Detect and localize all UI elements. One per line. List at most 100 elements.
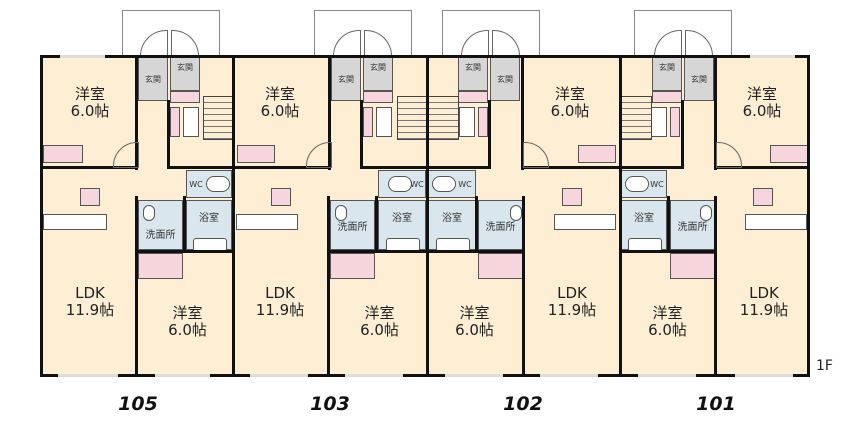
closet-101-bottom [670, 253, 715, 279]
entrance-105-a [138, 57, 168, 101]
wall-102-wet-top [427, 166, 491, 169]
wall-105-bed-bottom [40, 166, 138, 169]
wall-102-wet-mid [475, 196, 478, 253]
room-label-102-bottom-left: 洋室 6.0帖 [432, 304, 517, 340]
room-size: 6.0帖 [455, 321, 494, 340]
room-label-103-bottom: 洋室 6.0帖 [337, 304, 422, 340]
wall-103-bed-right [328, 55, 331, 170]
bath-label-101: 浴室 [634, 213, 654, 224]
wall-105-ldk-right [135, 196, 138, 377]
stairs-103 [397, 96, 429, 140]
washroom-label-105: 洗面所 [145, 230, 176, 241]
toilet-label-102: WC [458, 180, 472, 189]
wall-outer-bottom [40, 374, 810, 377]
wall-outer-right [807, 55, 810, 377]
wall-103-ldk-right [327, 196, 330, 377]
entrance-label-102a: 玄関 [497, 75, 513, 84]
window-103-bed [345, 374, 403, 377]
room-name: 洋室 [459, 304, 490, 322]
room-name: 洋室 [652, 304, 683, 322]
kitchen-counter-105 [43, 214, 107, 230]
stairs-101 [620, 96, 652, 140]
kitchen-counter-103 [236, 214, 298, 230]
room-label-103-top: 洋室 6.0帖 [240, 85, 320, 121]
wall-102-hall-block [488, 100, 491, 169]
closet-105-bottom [138, 253, 183, 279]
window-102-bed [445, 374, 503, 377]
room-name: LDK [557, 284, 587, 302]
wall-101-ldk-left [714, 196, 717, 377]
fridge-105 [80, 188, 100, 206]
wall-unit-105-103 [232, 55, 235, 377]
room-name: LDK [749, 284, 779, 302]
entrance-103-a [331, 57, 361, 101]
room-size: 6.0帖 [70, 102, 110, 121]
closet-103-top [237, 145, 275, 163]
closet-102-top [578, 145, 616, 163]
window-101-bed [638, 374, 696, 377]
porch-outline-101 [634, 10, 732, 57]
wall-102-ldk-left [522, 196, 525, 377]
room-label-105-ldk: LDK 11.9帖 [50, 284, 130, 320]
room-name: 洋室 [364, 304, 395, 322]
window-101-top [750, 55, 795, 58]
entrance-label-101b: 玄関 [659, 63, 675, 72]
closet-105-hall-white [183, 107, 199, 137]
wall-101-bed-bottom [714, 166, 810, 169]
room-size: 11.9帖 [255, 301, 305, 320]
room-label-105-top: 洋室 6.0帖 [50, 85, 130, 121]
room-size: 6.0帖 [260, 102, 300, 121]
shoe-storage-105 [170, 91, 200, 103]
room-size: 11.9帖 [65, 301, 115, 320]
room-label-102-top: 洋室 6.0帖 [530, 85, 610, 121]
shoe-storage-103 [363, 91, 393, 103]
stairs-105 [203, 96, 235, 140]
room-size: 6.0帖 [742, 102, 782, 121]
room-name: 洋室 [172, 304, 203, 322]
wall-105-wet-top [168, 166, 233, 169]
wall-101-hall-block [681, 100, 684, 169]
toilet-label-105: WC [189, 180, 203, 189]
closet-105-hall [170, 107, 180, 137]
room-label-101-bottom-left: 洋室 6.0帖 [625, 304, 710, 340]
wall-103-bed-bottom [233, 166, 331, 169]
wall-102-bed-left [521, 55, 524, 170]
wall-unit-103-102 [426, 55, 429, 377]
porch-outline-103 [314, 10, 412, 57]
wall-outer-top [40, 55, 810, 58]
sink-102 [510, 205, 522, 221]
unit-number-101: 101 [696, 393, 736, 415]
wall-unit-102-101 [619, 55, 622, 377]
unit-number-103: 103 [310, 393, 350, 415]
window-102-ldk [540, 374, 598, 377]
porch-outline-102 [442, 10, 540, 57]
shoe-storage-102 [458, 91, 488, 103]
washroom-label-103: 洗面所 [337, 222, 368, 233]
wall-102-bed-bottom [521, 166, 620, 169]
entrance-label-101a: 玄関 [691, 75, 707, 84]
kitchen-counter-102 [554, 214, 616, 230]
closet-102-bottom [478, 253, 523, 279]
window-103-ldk [250, 374, 308, 377]
toilet-label-103: WC [410, 180, 424, 189]
room-size: 6.0帖 [648, 321, 687, 340]
wall-101-wet-mid [667, 196, 670, 253]
room-size: 11.9帖 [739, 301, 789, 320]
room-name: 洋室 [264, 85, 295, 103]
stairs-102 [427, 96, 459, 140]
room-size: 6.0帖 [168, 321, 207, 340]
bath-label-103: 浴室 [392, 213, 412, 224]
washroom-label-102: 洗面所 [485, 222, 516, 233]
entrance-label-105a: 玄関 [145, 75, 161, 84]
room-name: 洋室 [746, 85, 777, 103]
closet-102-hall [478, 107, 488, 137]
entrance-105-b [170, 57, 200, 91]
bath-label-102: 浴室 [442, 213, 462, 224]
window-105-bed [155, 374, 210, 377]
room-label-101-top: 洋室 6.0帖 [722, 85, 802, 121]
window-105-top [60, 55, 105, 58]
wall-101-wet-top [620, 166, 682, 169]
unit-number-102: 102 [503, 393, 543, 415]
entrance-label-102b: 玄関 [465, 63, 481, 72]
